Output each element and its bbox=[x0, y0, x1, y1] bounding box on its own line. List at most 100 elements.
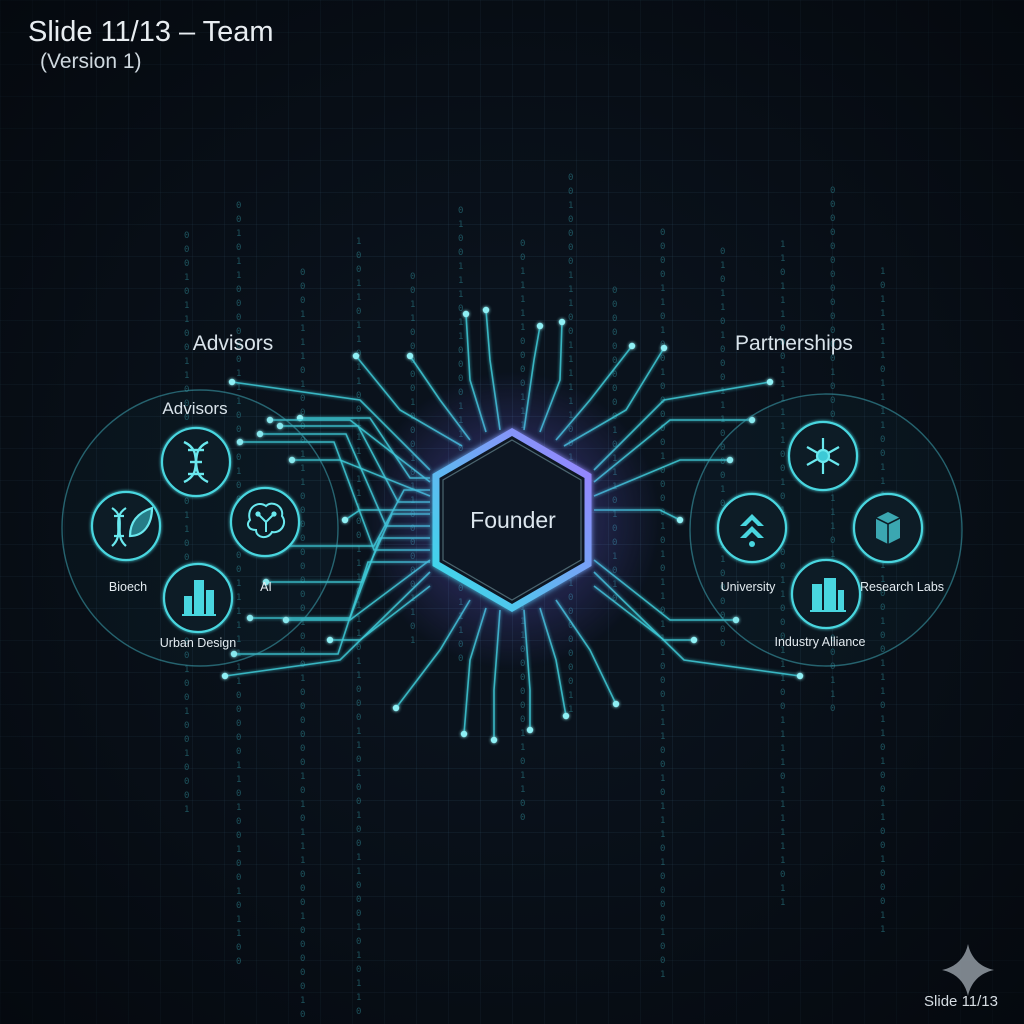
svg-text:0: 0 bbox=[410, 384, 415, 394]
svg-text:0: 0 bbox=[612, 286, 617, 296]
svg-text:0: 0 bbox=[300, 436, 305, 446]
svg-text:0: 0 bbox=[720, 611, 725, 621]
svg-text:0: 0 bbox=[300, 590, 305, 600]
svg-text:0: 0 bbox=[660, 256, 665, 266]
svg-text:0: 0 bbox=[720, 443, 725, 453]
svg-text:1: 1 bbox=[520, 281, 525, 291]
svg-text:0: 0 bbox=[236, 341, 241, 351]
partner-node-university[interactable] bbox=[716, 492, 788, 564]
svg-text:1: 1 bbox=[356, 769, 361, 779]
svg-text:0: 0 bbox=[830, 354, 835, 364]
svg-text:1: 1 bbox=[780, 744, 785, 754]
advisor-node-dna[interactable] bbox=[160, 426, 232, 498]
svg-text:0: 0 bbox=[720, 597, 725, 607]
svg-text:1: 1 bbox=[568, 299, 573, 309]
svg-text:0: 0 bbox=[880, 645, 885, 655]
svg-text:1: 1 bbox=[660, 704, 665, 714]
svg-text:0: 0 bbox=[356, 265, 361, 275]
svg-text:1: 1 bbox=[184, 805, 189, 815]
svg-text:0: 0 bbox=[520, 673, 525, 683]
advisor-node-ai[interactable] bbox=[229, 486, 301, 558]
svg-text:0: 0 bbox=[458, 360, 463, 370]
svg-text:0: 0 bbox=[300, 632, 305, 642]
svg-text:0: 0 bbox=[880, 883, 885, 893]
svg-text:0: 0 bbox=[520, 365, 525, 375]
svg-text:1: 1 bbox=[880, 407, 885, 417]
svg-text:0: 0 bbox=[720, 345, 725, 355]
svg-text:0: 0 bbox=[300, 688, 305, 698]
partner-label-industry-alliance: Industry Alliance bbox=[774, 635, 865, 649]
svg-text:1: 1 bbox=[660, 452, 665, 462]
svg-text:1: 1 bbox=[356, 951, 361, 961]
founder-node[interactable]: Founder bbox=[362, 370, 662, 670]
svg-text:1: 1 bbox=[780, 856, 785, 866]
svg-text:1: 1 bbox=[236, 803, 241, 813]
svg-text:0: 0 bbox=[880, 435, 885, 445]
svg-text:0: 0 bbox=[660, 844, 665, 854]
svg-text:0: 0 bbox=[356, 895, 361, 905]
svg-text:0: 0 bbox=[568, 327, 573, 337]
svg-text:1: 1 bbox=[184, 301, 189, 311]
svg-text:0: 0 bbox=[520, 351, 525, 361]
svg-text:0: 0 bbox=[356, 391, 361, 401]
partner-node-research-labs[interactable] bbox=[852, 492, 924, 564]
svg-text:0: 0 bbox=[236, 719, 241, 729]
svg-text:0: 0 bbox=[660, 788, 665, 798]
svg-text:0: 0 bbox=[780, 268, 785, 278]
svg-text:0: 0 bbox=[184, 679, 189, 689]
svg-text:0: 0 bbox=[660, 242, 665, 252]
svg-text:1: 1 bbox=[780, 884, 785, 894]
svg-text:0: 0 bbox=[356, 783, 361, 793]
svg-text:1: 1 bbox=[236, 369, 241, 379]
svg-text:0: 0 bbox=[780, 324, 785, 334]
svg-text:0: 0 bbox=[660, 382, 665, 392]
svg-text:1: 1 bbox=[458, 318, 463, 328]
svg-text:1: 1 bbox=[880, 729, 885, 739]
university-arrows-icon bbox=[740, 514, 764, 547]
svg-text:1: 1 bbox=[520, 267, 525, 277]
svg-text:1: 1 bbox=[356, 475, 361, 485]
advisor-node-biotech[interactable] bbox=[90, 490, 162, 562]
svg-text:1: 1 bbox=[830, 522, 835, 532]
partner-node-industry-alliance[interactable] bbox=[790, 558, 862, 630]
advisors-section-title: Advisors bbox=[193, 332, 274, 355]
svg-text:0: 0 bbox=[830, 634, 835, 644]
svg-text:0: 0 bbox=[880, 603, 885, 613]
svg-text:0: 0 bbox=[356, 825, 361, 835]
svg-text:1: 1 bbox=[356, 867, 361, 877]
svg-text:0: 0 bbox=[660, 228, 665, 238]
svg-text:0: 0 bbox=[880, 449, 885, 459]
svg-text:0: 0 bbox=[356, 1007, 361, 1017]
svg-text:1: 1 bbox=[830, 494, 835, 504]
svg-text:0: 0 bbox=[880, 897, 885, 907]
advisor-node-urban-design[interactable] bbox=[162, 562, 234, 634]
svg-text:0: 0 bbox=[410, 328, 415, 338]
svg-text:1: 1 bbox=[780, 576, 785, 586]
svg-text:1: 1 bbox=[780, 800, 785, 810]
svg-text:0: 0 bbox=[356, 755, 361, 765]
svg-text:0: 0 bbox=[410, 286, 415, 296]
svg-text:1: 1 bbox=[458, 220, 463, 230]
svg-text:1: 1 bbox=[300, 618, 305, 628]
svg-text:0: 0 bbox=[300, 492, 305, 502]
svg-text:1: 1 bbox=[356, 853, 361, 863]
svg-text:1: 1 bbox=[236, 845, 241, 855]
svg-text:1: 1 bbox=[830, 368, 835, 378]
partner-node-network[interactable] bbox=[787, 420, 859, 492]
svg-text:1: 1 bbox=[300, 324, 305, 334]
svg-text:0: 0 bbox=[300, 884, 305, 894]
svg-text:0: 0 bbox=[720, 275, 725, 285]
svg-text:0: 0 bbox=[780, 352, 785, 362]
svg-text:1: 1 bbox=[830, 550, 835, 560]
svg-text:1: 1 bbox=[660, 522, 665, 532]
svg-text:0: 0 bbox=[660, 746, 665, 756]
svg-text:1: 1 bbox=[184, 371, 189, 381]
svg-text:0: 0 bbox=[660, 564, 665, 574]
svg-text:0: 0 bbox=[612, 356, 617, 366]
partner-label-university: University bbox=[721, 580, 777, 594]
svg-text:1: 1 bbox=[880, 617, 885, 627]
svg-text:0: 0 bbox=[410, 342, 415, 352]
svg-text:0: 0 bbox=[236, 243, 241, 253]
svg-text:1: 1 bbox=[300, 912, 305, 922]
svg-text:1: 1 bbox=[780, 478, 785, 488]
